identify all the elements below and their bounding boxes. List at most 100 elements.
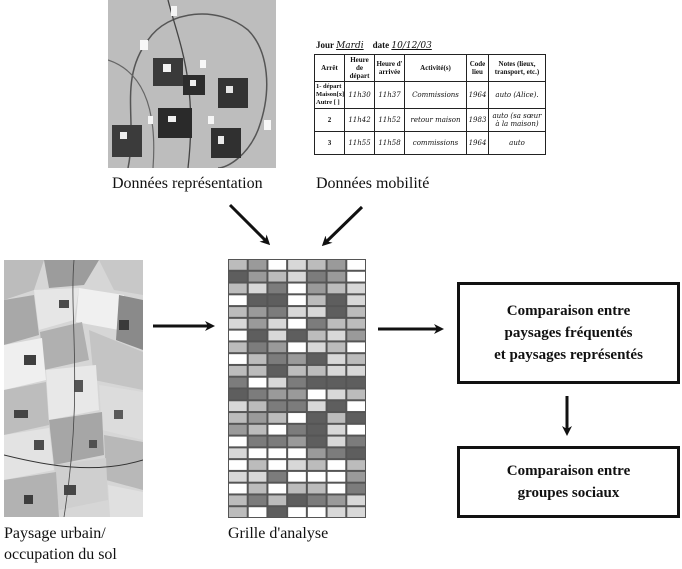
grid-cell xyxy=(307,377,326,388)
grid-cell xyxy=(347,377,365,388)
grid-cell xyxy=(248,342,267,353)
jour-label: Jour xyxy=(316,40,334,50)
grid-cell xyxy=(229,436,247,447)
grid-cell xyxy=(307,271,326,282)
grid-cell xyxy=(248,271,267,282)
grid-cell xyxy=(327,413,346,423)
grid-cell xyxy=(248,354,267,364)
analysis-grid xyxy=(228,259,366,518)
grid-cell xyxy=(268,413,287,423)
grid-cell xyxy=(268,295,287,306)
grid-cell xyxy=(307,307,326,317)
grid-cell xyxy=(288,342,306,353)
grid-cell xyxy=(248,448,267,459)
grid-cell xyxy=(307,448,326,459)
box-line: Comparaison entre xyxy=(506,463,631,479)
grid-cell xyxy=(248,424,267,435)
grid-cell xyxy=(327,377,346,388)
grid-cell xyxy=(268,424,287,435)
grid-cell xyxy=(288,330,306,341)
grid-cell xyxy=(327,271,346,282)
grid-cell xyxy=(327,483,346,494)
grid-cell xyxy=(268,495,287,506)
table-row: 2 11h42 11h52 retour maison 1983 auto (s… xyxy=(314,108,546,132)
grid-cell xyxy=(347,460,365,470)
grid-cell xyxy=(248,483,267,494)
grid-cell xyxy=(347,483,365,494)
land-use-map xyxy=(4,260,143,517)
box-line: Comparaison entre xyxy=(506,303,631,319)
grid-cell xyxy=(347,424,365,435)
grid-cell xyxy=(347,354,365,364)
grid-cell xyxy=(288,507,306,517)
table-row: 3 11h55 11h58 commissions 1964 auto xyxy=(314,131,546,155)
representation-photo-illustration xyxy=(108,0,276,168)
grid-cell xyxy=(347,401,365,412)
grid-cell xyxy=(229,401,247,412)
grid-cell xyxy=(268,448,287,459)
grid-cell xyxy=(347,318,365,329)
grid-cell xyxy=(288,354,306,364)
table-header-row: Arrêt Heure de départ Heure d' arrivée A… xyxy=(314,54,546,82)
grid-cell xyxy=(347,307,365,317)
grid-cell xyxy=(268,260,287,270)
grid-cell xyxy=(327,460,346,470)
grid-cell xyxy=(327,507,346,517)
grid-cell xyxy=(288,307,306,317)
grid-cell xyxy=(307,389,326,400)
form-header: Jour Mardi date 10/12/03 xyxy=(316,40,432,51)
table-cell: auto (Alice). xyxy=(488,81,546,109)
grid-cell xyxy=(248,401,267,412)
grid-cell xyxy=(307,365,326,376)
grid-cell xyxy=(327,318,346,329)
grid-cell xyxy=(229,448,247,459)
grid-cell xyxy=(229,460,247,470)
grid-cell xyxy=(288,401,306,412)
grid-cell xyxy=(347,330,365,341)
grid-cell xyxy=(229,471,247,482)
grid-cell xyxy=(248,507,267,517)
date-value: 10/12/03 xyxy=(391,41,432,51)
grid-cell xyxy=(229,342,247,353)
grid-cell xyxy=(229,413,247,423)
grid-cell xyxy=(229,483,247,494)
grid-cell xyxy=(347,389,365,400)
grid-cell xyxy=(268,307,287,317)
grid-cell xyxy=(268,507,287,517)
table-cell: 11h52 xyxy=(374,108,405,132)
mobility-label: Données mobilité xyxy=(316,175,430,192)
grid-cell xyxy=(327,436,346,447)
grid-cell xyxy=(307,330,326,341)
grid-cell xyxy=(307,401,326,412)
jour-value: Mardi xyxy=(336,41,364,51)
grid-cell xyxy=(347,295,365,306)
grid-cell xyxy=(307,413,326,423)
grid-cell xyxy=(327,260,346,270)
grid-cell xyxy=(307,471,326,482)
arrow-mobility-to-grid xyxy=(321,205,364,247)
grid-cell xyxy=(288,413,306,423)
mobility-table: Arrêt Heure de départ Heure d' arrivée A… xyxy=(314,54,546,155)
grid-cell xyxy=(268,483,287,494)
grid-cell xyxy=(307,495,326,506)
grid-cell xyxy=(288,365,306,376)
grid-cell xyxy=(229,424,247,435)
grid-cell xyxy=(229,307,247,317)
date-label: date xyxy=(372,40,390,50)
grid-cell xyxy=(347,471,365,482)
grid-cell xyxy=(307,507,326,517)
grid-cell xyxy=(327,354,346,364)
grid-cell xyxy=(248,295,267,306)
grid-cell xyxy=(229,295,247,306)
grid-cell xyxy=(327,471,346,482)
grid-cell xyxy=(229,271,247,282)
grid-cell xyxy=(229,354,247,364)
grid-cell xyxy=(288,483,306,494)
grid-cell xyxy=(327,342,346,353)
grid-cell xyxy=(288,436,306,447)
grid-cell xyxy=(268,471,287,482)
table-cell: commissions xyxy=(404,131,467,155)
grid-cell xyxy=(288,495,306,506)
grid-cell xyxy=(288,377,306,388)
mobility-form: Jour Mardi date 10/12/03 Arrêt Heure de … xyxy=(312,38,547,168)
